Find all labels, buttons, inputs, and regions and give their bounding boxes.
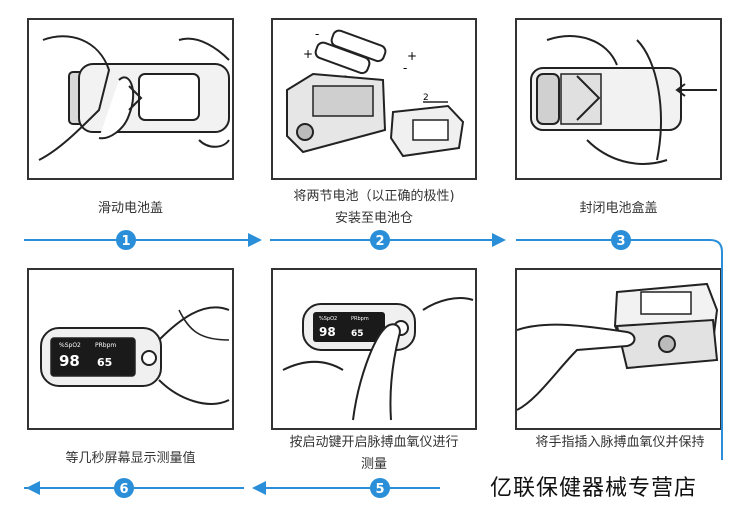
battery-minus-label: - xyxy=(315,27,319,41)
step-2-panel: + - - + 1 2 xyxy=(271,18,477,180)
step-1-badge: 1 xyxy=(116,230,136,250)
step-6-badge: 6 xyxy=(114,478,134,498)
spo2-value-2: 98 xyxy=(319,325,336,339)
pr-label-2: PRbpm xyxy=(351,316,369,322)
step-3-caption-text: 封闭电池盒盖 xyxy=(579,201,658,216)
spo2-label: %SpO2 xyxy=(59,342,81,349)
store-name: 亿联保健器械专营店 xyxy=(490,476,698,501)
step-2-caption-line1: 将两节电池（以正确的极性) xyxy=(293,189,455,204)
step-2-caption-line2: 安装至电池仓 xyxy=(334,211,413,226)
step-4-panel xyxy=(515,268,722,430)
battery-minus-label-2: - xyxy=(403,61,407,75)
step-1-caption: 滑动电池盖 xyxy=(27,198,234,220)
arrow-right-icon xyxy=(248,233,262,247)
step-4-caption-text: 将手指插入脉搏血氧仪并保持 xyxy=(535,435,705,450)
step-5-number: 5 xyxy=(375,482,384,497)
step-5-badge: 5 xyxy=(370,478,390,498)
reading-display-illustration: %SpO2 PRbpm 98 65 xyxy=(40,306,230,405)
pr-value: 65 xyxy=(97,356,112,369)
step-5-panel: %SpO2 PRbpm 98 65 xyxy=(271,268,477,430)
press-button-illustration: %SpO2 PRbpm 98 65 xyxy=(282,297,474,421)
spo2-value: 98 xyxy=(59,352,80,370)
step-3-badge: 3 xyxy=(611,230,631,250)
step-2-number: 2 xyxy=(375,234,384,249)
step-1-panel xyxy=(27,18,234,180)
step-1-number: 1 xyxy=(121,234,130,249)
step-3-number: 3 xyxy=(616,234,625,249)
pr-label: PRbpm xyxy=(95,342,116,349)
step-marker-2: 2 xyxy=(423,93,429,103)
pr-value-2: 65 xyxy=(351,329,364,339)
arrow-left-icon xyxy=(252,481,266,495)
step-5-caption-line2: 测量 xyxy=(360,457,387,472)
spo2-label-2: %SpO2 xyxy=(319,316,337,322)
step-3-caption: 封闭电池盒盖 xyxy=(515,198,722,220)
arrow-right-icon xyxy=(492,233,506,247)
insert-finger-illustration xyxy=(517,282,719,411)
step-5-caption: 按启动键开启脉搏血氧仪进行 测量 xyxy=(256,432,492,476)
arrow-left-icon xyxy=(26,481,40,495)
step-6-panel: %SpO2 PRbpm 98 65 xyxy=(27,268,234,430)
battery-plus-label-2: + xyxy=(407,49,417,63)
battery-plus-label: + xyxy=(303,47,313,61)
battery-install-illustration: + - - + 1 2 xyxy=(286,27,465,158)
step-1-caption-text: 滑动电池盖 xyxy=(97,201,163,216)
step-2-badge: 2 xyxy=(370,230,390,250)
step-5-caption-line1: 按启动键开启脉搏血氧仪进行 xyxy=(289,435,459,450)
step-6-caption: 等几秒屏幕显示测量值 xyxy=(27,448,234,470)
step-6-caption-text: 等几秒屏幕显示测量值 xyxy=(65,451,196,466)
close-cover-illustration xyxy=(530,35,717,165)
step-6-number: 6 xyxy=(119,482,128,497)
step-3-panel xyxy=(515,18,722,180)
slide-cover-illustration xyxy=(38,35,230,161)
step-2-caption: 将两节电池（以正确的极性) 安装至电池仓 xyxy=(256,186,492,230)
step-4-caption: 将手指插入脉搏血氧仪并保持 xyxy=(505,432,735,454)
